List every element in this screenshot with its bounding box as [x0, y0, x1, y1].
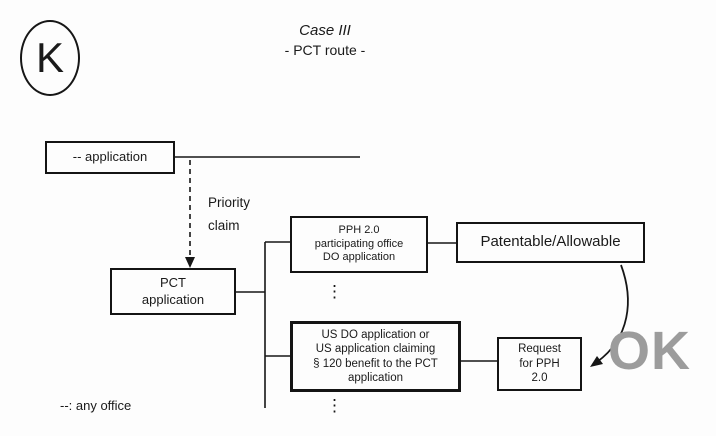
node-pph-office: PPH 2.0 participating office DO applicat… [290, 216, 428, 273]
page-title: Case III [299, 22, 351, 39]
priority-claim-label: Priority claim [208, 195, 251, 233]
node-patentable-allowable: Patentable/Allowable [456, 222, 645, 263]
figure-badge: K [20, 20, 80, 96]
ellipsis-between-branches: ⋮ [326, 282, 343, 301]
title-block: Case III - PCT route - [230, 22, 420, 58]
ok-stamp: OK [608, 321, 691, 381]
page-subtitle: - PCT route - [284, 42, 366, 58]
figure-badge-letter: K [35, 34, 64, 81]
ok-arrowhead [590, 356, 603, 367]
legend-any-office: --: any office [60, 398, 132, 413]
node-application: -- application [45, 141, 175, 174]
priority-arrowhead [185, 257, 195, 268]
node-pct-application: PCT application [110, 268, 236, 315]
ellipsis-below-branches: ⋮ [326, 396, 343, 415]
node-us-do-application: US DO application or US application clai… [290, 321, 461, 392]
node-request-pph: Request for PPH 2.0 [497, 337, 582, 391]
